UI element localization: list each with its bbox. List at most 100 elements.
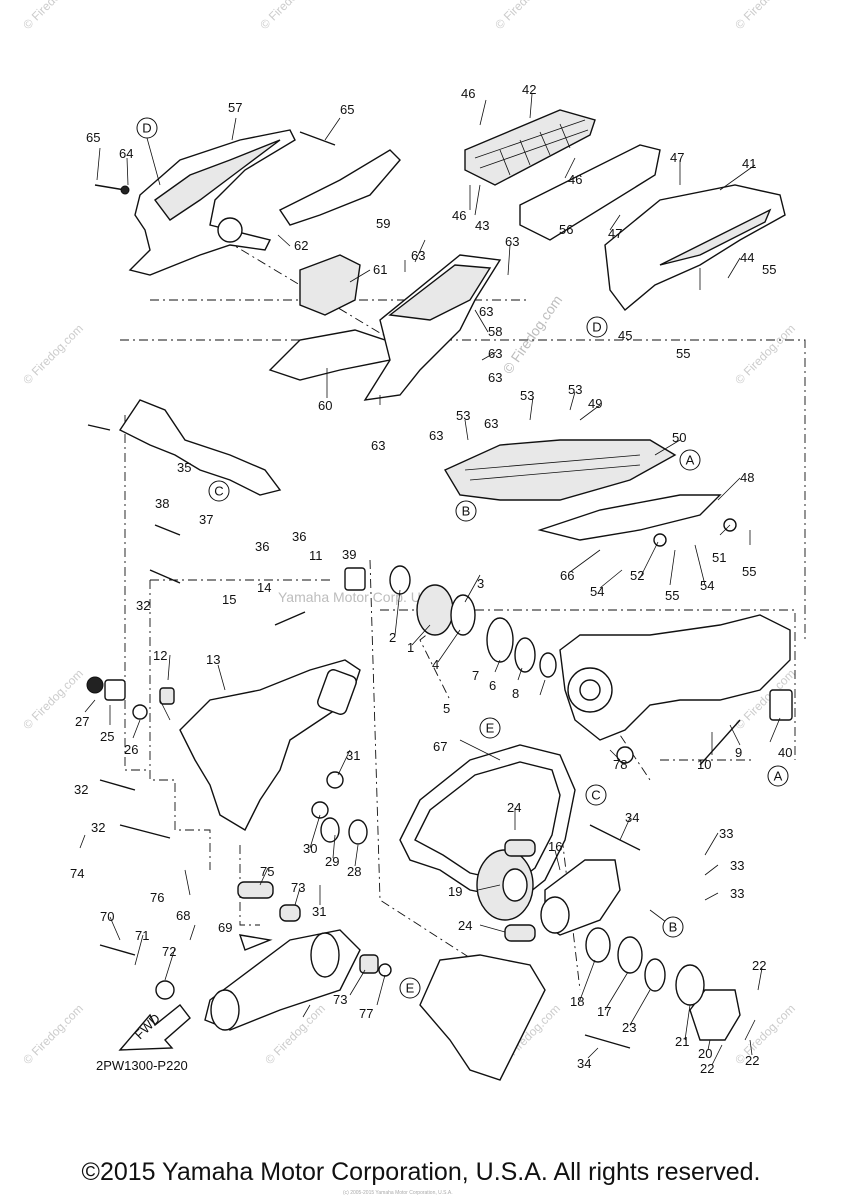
callout-16: 16	[548, 839, 562, 854]
callout-47: 47	[608, 226, 622, 241]
callout-23: 23	[622, 1020, 636, 1035]
callout-21: 21	[675, 1034, 689, 1049]
circled-letters: D D A B C E A C B E	[136, 117, 789, 999]
callout-20: 20	[698, 1046, 712, 1061]
callout-68: 68	[176, 908, 190, 923]
block-61	[299, 254, 361, 316]
callout-48: 48	[740, 470, 754, 485]
callout-34: 34	[625, 810, 639, 825]
callout-53: 53	[456, 408, 470, 423]
watermark-center: © Firedog.com	[499, 292, 565, 377]
callout-50: 50	[672, 430, 686, 445]
callout-1: 1	[407, 640, 414, 655]
callout-70: 70	[100, 909, 114, 924]
callout-67: 67	[433, 739, 447, 754]
callout-49: 49	[588, 396, 602, 411]
fwd-arrow	[118, 1004, 191, 1051]
callout-22: 22	[700, 1061, 714, 1076]
callout-5: 5	[443, 701, 450, 716]
callout-36: 36	[255, 539, 269, 554]
frame-rear-right	[559, 614, 791, 741]
bearing-6	[514, 637, 536, 673]
callout-24: 24	[458, 918, 472, 933]
watermark: © Firedog.com	[732, 321, 798, 387]
callout-11: 11	[309, 548, 323, 563]
circled-letter-a: A	[774, 769, 783, 784]
watermark: © Firedog.com	[20, 321, 86, 387]
cover-20	[689, 989, 741, 1041]
drawing-code: 2PW1300-P220	[96, 1058, 188, 1073]
exploded-parts-diagram: © Firedog.com © Firedog.com © Firedog.co…	[20, 0, 806, 1081]
callout-69: 69	[218, 920, 232, 935]
callout-63: 63	[505, 234, 519, 249]
callout-63: 63	[371, 438, 385, 453]
ring-8	[539, 652, 557, 678]
circled-letter-b: B	[462, 504, 471, 519]
watermark-yamaha: Yamaha Motor Corp. U.S.A.	[278, 589, 451, 605]
callout-63: 63	[479, 304, 493, 319]
callout-72: 72	[162, 944, 176, 959]
callout-73: 73	[291, 880, 305, 895]
callout-2: 2	[389, 630, 396, 645]
parts: FWD	[86, 109, 793, 1081]
callout-55: 55	[742, 564, 756, 579]
callout-14: 14	[257, 580, 271, 595]
callout-numbers: 57 65 65 64 59 62 61 60 46 42 46 46 43 4…	[70, 82, 792, 1076]
callout-63: 63	[429, 428, 443, 443]
callout-55: 55	[762, 262, 776, 277]
callout-8: 8	[512, 686, 519, 701]
callout-74: 74	[70, 866, 84, 881]
callout-7: 7	[472, 668, 479, 683]
callout-33: 33	[730, 858, 744, 873]
callout-18: 18	[570, 994, 584, 1009]
triangle-69	[238, 934, 273, 951]
circled-letter-d: D	[142, 121, 151, 136]
callout-78: 78	[613, 757, 627, 772]
callout-12: 12	[153, 648, 167, 663]
callout-3: 3	[477, 576, 484, 591]
oring-2	[389, 565, 411, 595]
housing-1	[416, 584, 454, 636]
callout-51: 51	[712, 550, 726, 565]
callout-9: 9	[735, 745, 742, 760]
callout-29: 29	[325, 854, 339, 869]
circled-letter-e: E	[406, 981, 415, 996]
callout-64: 64	[119, 146, 133, 161]
circled-letter-e: E	[486, 721, 495, 736]
callout-55: 55	[665, 588, 679, 603]
callout-10: 10	[697, 757, 711, 772]
callout-13: 13	[206, 652, 220, 667]
plate-50	[443, 439, 677, 501]
cover-43	[519, 144, 661, 241]
ring-17	[617, 936, 643, 974]
callout-54: 54	[590, 584, 604, 599]
callout-65: 65	[340, 102, 354, 117]
callout-65: 65	[86, 130, 100, 145]
callout-43: 43	[475, 218, 489, 233]
callout-53: 53	[568, 382, 582, 397]
callout-73: 73	[333, 992, 347, 1007]
callout-56: 56	[559, 222, 573, 237]
callout-26: 26	[124, 742, 138, 757]
callout-17: 17	[597, 1004, 611, 1019]
ring-21	[675, 964, 705, 1006]
callout-37: 37	[199, 512, 213, 527]
circled-letter-d: D	[592, 320, 601, 335]
callout-33: 33	[719, 826, 733, 841]
leader-lines	[79, 93, 781, 1066]
callout-61: 61	[373, 262, 387, 277]
plate-48	[537, 494, 722, 541]
rail-58-detail	[388, 264, 492, 321]
callout-77: 77	[359, 1006, 373, 1021]
callout-60: 60	[318, 398, 332, 413]
callout-71: 71	[135, 928, 149, 943]
callout-46: 46	[568, 172, 582, 187]
circled-letter-b: B	[669, 920, 678, 935]
callout-31: 31	[346, 748, 360, 763]
callout-57: 57	[228, 100, 242, 115]
callout-19: 19	[448, 884, 462, 899]
callout-27: 27	[75, 714, 89, 729]
callout-52: 52	[630, 568, 644, 583]
callout-63: 63	[488, 370, 502, 385]
callout-30: 30	[303, 841, 317, 856]
